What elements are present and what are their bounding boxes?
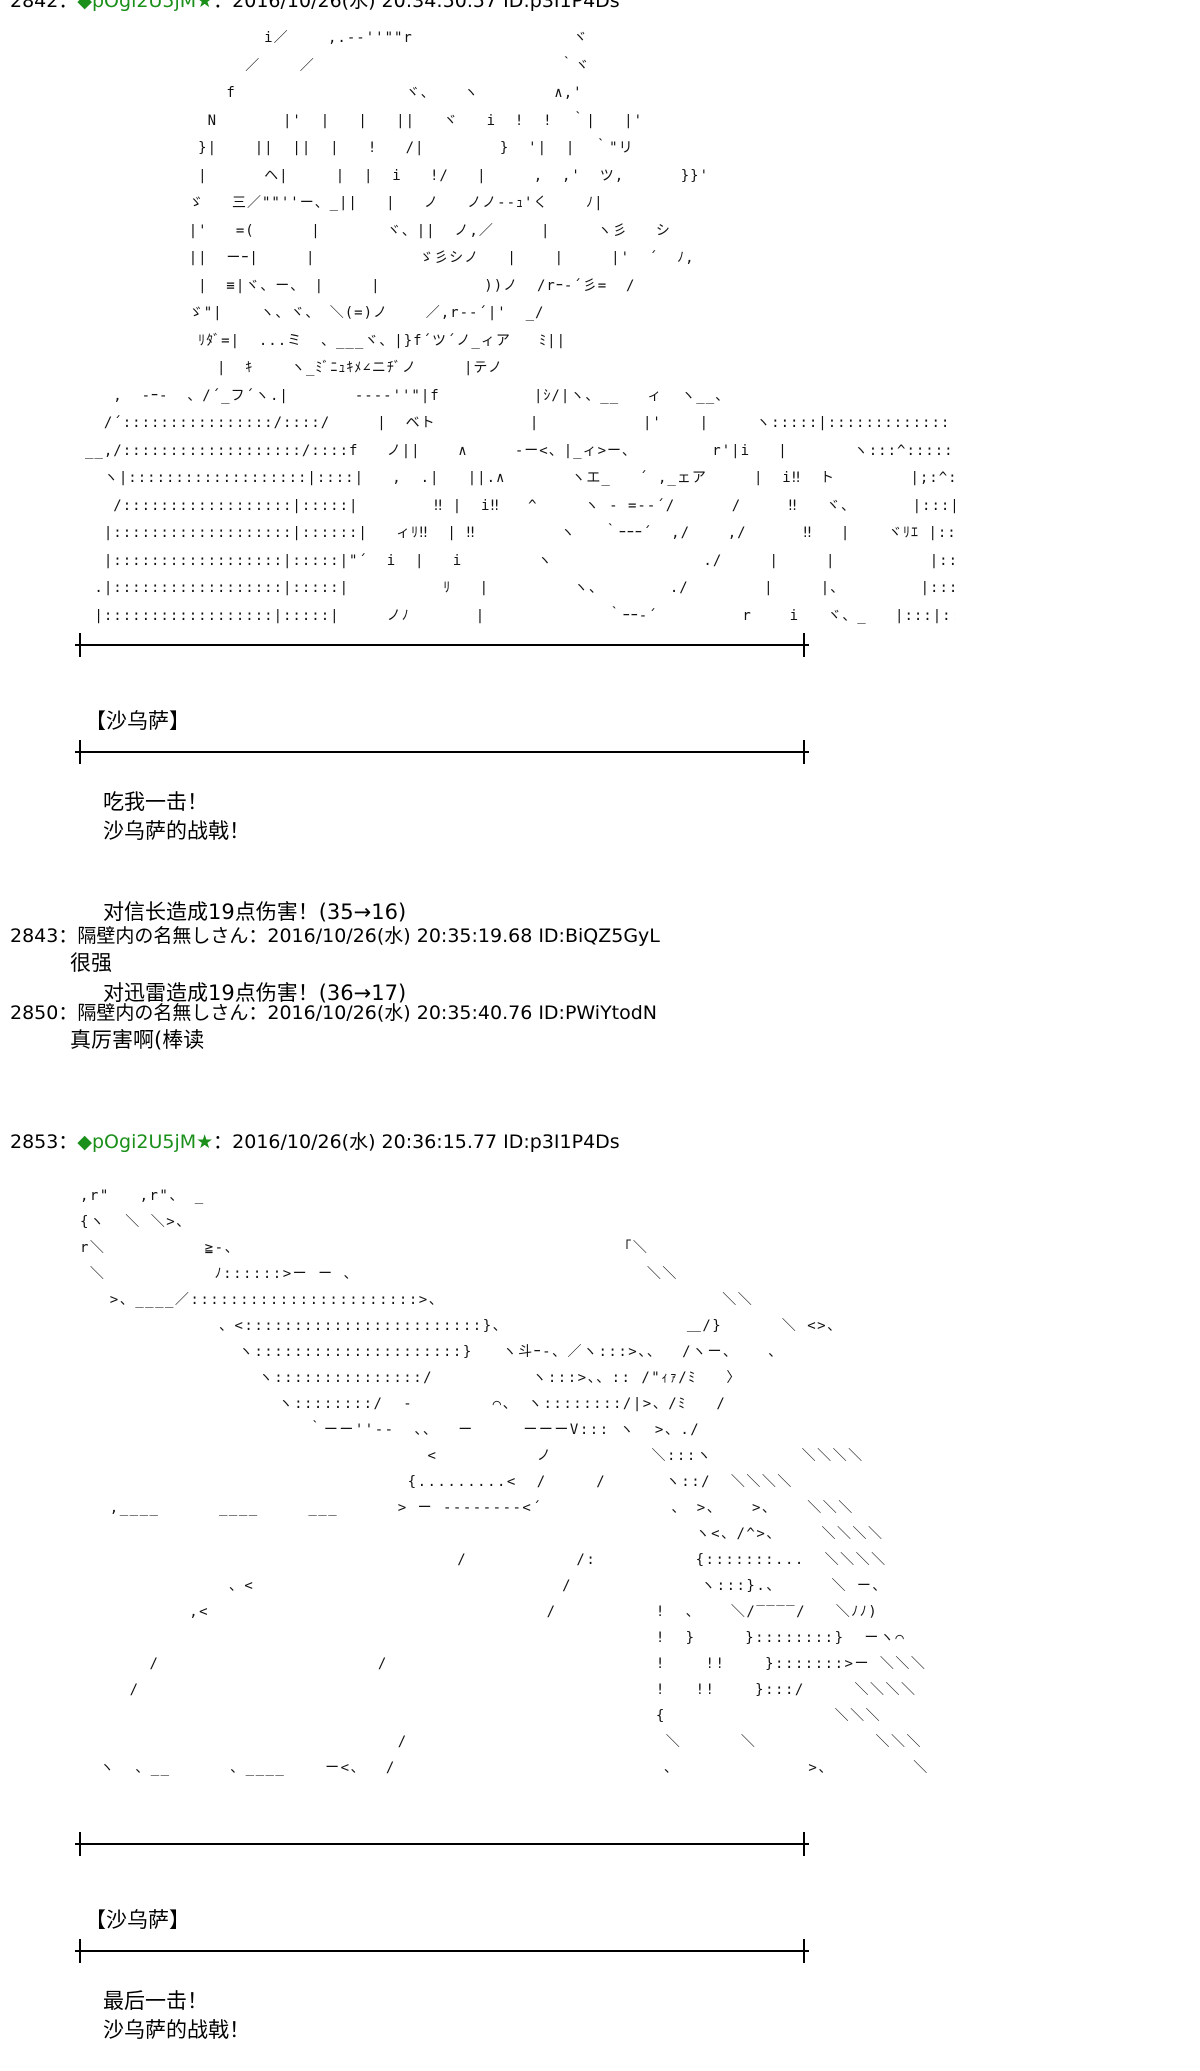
speaker-line: 吃我一击！	[103, 790, 208, 814]
result-line: 沙乌萨的战戟！	[103, 2018, 250, 2042]
post-meta: ：2016/10/26(水) 20:34:50.57 ID:p3I1P4Ds	[213, 0, 620, 12]
battle-result-block: 沙乌萨的战戟！	[85, 1963, 250, 2071]
post-meta: ：隔壁内の名無しさん：2016/10/26(水) 20:35:40.76 ID:…	[58, 1002, 658, 1024]
result-line: 沙乌萨的战戟！	[103, 819, 250, 843]
post-header-2843: 2843：隔壁内の名無しさん：2016/10/26(水) 20:35:19.68…	[10, 924, 660, 948]
post-number: 2842	[10, 0, 59, 12]
post-header-2850: 2850：隔壁内の名無しさん：2016/10/26(水) 20:35:40.76…	[10, 1001, 657, 1025]
ascii-art-face: i／ ,.-‐''""r ヾ ／ ／ ｀ヾ f ヾ、 ヽ ∧,' N |' | …	[85, 30, 955, 624]
post-sep: ：	[58, 1131, 78, 1153]
result-line: 对迅雷造成19点伤害！(36→17)	[103, 981, 407, 1005]
post-number: 2853	[10, 1131, 59, 1153]
post-number: 2843	[10, 925, 59, 947]
star-icon: ★	[196, 0, 214, 12]
dialogue-block: 【沙乌萨】 吃我一击！	[85, 654, 208, 843]
speaker-name: 【沙乌萨】	[85, 709, 190, 733]
star-icon: ★	[196, 1131, 214, 1153]
trip-code[interactable]: pOgi2U5jM	[92, 1131, 197, 1153]
trip-code[interactable]: pOgi2U5jM	[92, 0, 197, 12]
speaker-name: 【沙乌萨】	[85, 1908, 190, 1932]
post-header-2842: 2842：◆pOgi2U5jM★：2016/10/26(水) 20:34:50.…	[10, 0, 620, 13]
result-line: 对信长造成19点伤害！(35→16)	[103, 900, 407, 924]
divider	[75, 633, 809, 657]
trip-diamond-icon: ◆	[77, 0, 92, 12]
divider	[75, 1939, 809, 1963]
post-body: 真厉害啊(棒读	[70, 1028, 205, 1052]
ascii-art-halberd: ,r" ,r"、 _ {ヽ ＼ ＼>、 r＼ ≧-、 「＼ ＼ ﾉ::::::>…	[80, 1188, 929, 1776]
divider	[75, 740, 809, 764]
post-header-2853: 2853：◆pOgi2U5jM★：2016/10/26(水) 20:36:15.…	[10, 1130, 620, 1154]
post-body: 很强	[70, 951, 112, 975]
trip-diamond-icon: ◆	[77, 1131, 92, 1153]
post-meta: ：2016/10/26(水) 20:36:15.77 ID:p3I1P4Ds	[213, 1131, 620, 1153]
post-sep: ：	[58, 0, 78, 12]
battle-result-block: 沙乌萨的战戟！ 对信长造成19点伤害！(35→16) 对迅雷造成19点伤害！(3…	[85, 764, 406, 1034]
post-meta: ：隔壁内の名無しさん：2016/10/26(水) 20:35:19.68 ID:…	[58, 925, 660, 947]
divider	[75, 1832, 809, 1856]
post-number: 2850	[10, 1002, 59, 1024]
